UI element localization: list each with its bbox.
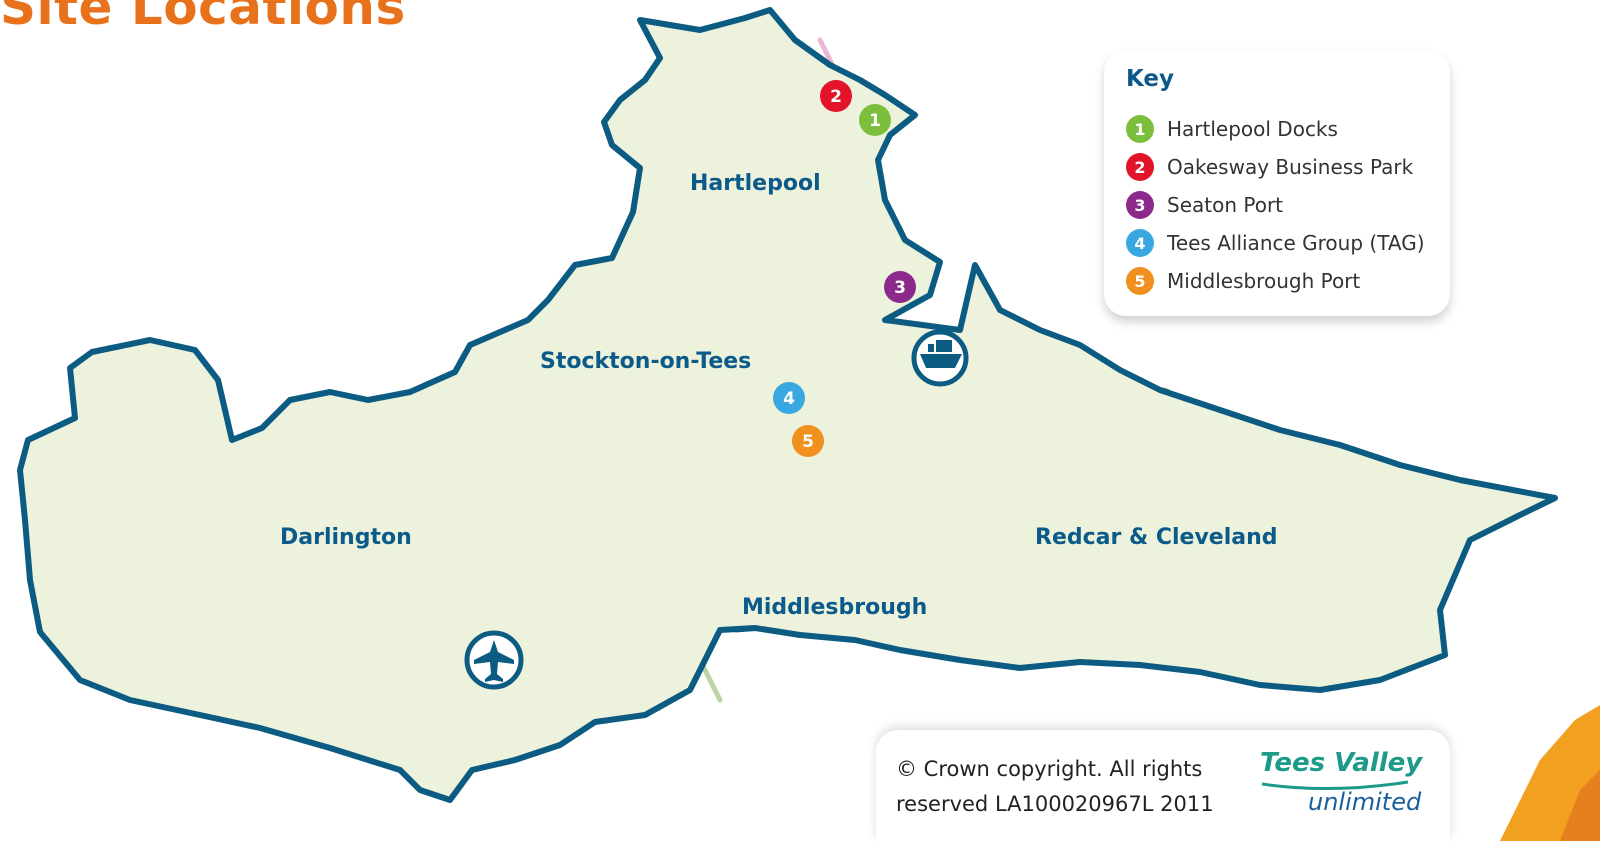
corner-swoosh-dark <box>1560 770 1600 841</box>
svg-text:4: 4 <box>783 389 795 409</box>
svg-text:1: 1 <box>869 111 881 131</box>
map-key: Key 1 Hartlepool Docks 2 Oakesway Busine… <box>1104 50 1450 316</box>
site-marker-5[interactable]: 5 <box>792 425 824 457</box>
region-label-stockton: Stockton-on-Tees <box>540 349 751 374</box>
key-item-label: Tees Alliance Group (TAG) <box>1167 231 1425 255</box>
key-item: 2 Oakesway Business Park <box>1126 148 1425 186</box>
key-item-label: Seaton Port <box>1167 193 1284 217</box>
airplane-icon <box>464 630 524 690</box>
logo-text-unlimited: unlimited <box>1308 788 1422 816</box>
region-label-hartlepool: Hartlepool <box>690 171 821 196</box>
key-item: 4 Tees Alliance Group (TAG) <box>1126 224 1425 262</box>
svg-text:3: 3 <box>894 278 906 298</box>
key-item-label: Middlesbrough Port <box>1167 269 1361 293</box>
region-label-middlesbrough: Middlesbrough <box>742 595 927 620</box>
ship-icon <box>911 329 969 387</box>
page-title: Site Locations <box>0 0 406 36</box>
key-item: 5 Middlesbrough Port <box>1126 262 1425 300</box>
site-marker-2[interactable]: 2 <box>820 80 852 112</box>
key-number-badge: 4 <box>1126 229 1154 257</box>
key-number-badge: 2 <box>1126 153 1154 181</box>
key-list: 1 Hartlepool Docks 2 Oakesway Business P… <box>1126 110 1425 300</box>
key-title: Key <box>1126 66 1175 92</box>
copyright-panel: © Crown copyright. All rights reserved L… <box>876 730 1450 841</box>
region-labels: Hartlepool Stockton-on-Tees Darlington M… <box>280 171 1278 620</box>
key-item-label: Oakesway Business Park <box>1167 155 1414 179</box>
logo-text-tees-valley: Tees Valley <box>1260 748 1423 778</box>
site-marker-4[interactable]: 4 <box>773 382 805 414</box>
key-item: 1 Hartlepool Docks <box>1126 110 1425 148</box>
svg-text:2: 2 <box>830 87 842 107</box>
logo-swoosh-icon <box>1261 780 1409 791</box>
copyright-line-1: © Crown copyright. All rights <box>896 757 1203 781</box>
site-marker-1[interactable]: 1 <box>859 104 891 136</box>
copyright-line-2: reserved LA100020967L 2011 <box>896 792 1214 816</box>
key-number-badge: 1 <box>1126 115 1154 143</box>
svg-text:5: 5 <box>802 432 814 452</box>
site-marker-3[interactable]: 3 <box>884 271 916 303</box>
region-label-darlington: Darlington <box>280 525 412 550</box>
key-item-label: Hartlepool Docks <box>1167 117 1338 141</box>
site-markers: 1 2 3 4 5 <box>773 80 916 457</box>
region-label-redcar: Redcar & Cleveland <box>1035 525 1278 550</box>
key-number-badge: 3 <box>1126 191 1154 219</box>
copyright-text: © Crown copyright. All rights reserved L… <box>896 752 1246 822</box>
key-item: 3 Seaton Port <box>1126 186 1425 224</box>
key-number-badge: 5 <box>1126 267 1154 295</box>
